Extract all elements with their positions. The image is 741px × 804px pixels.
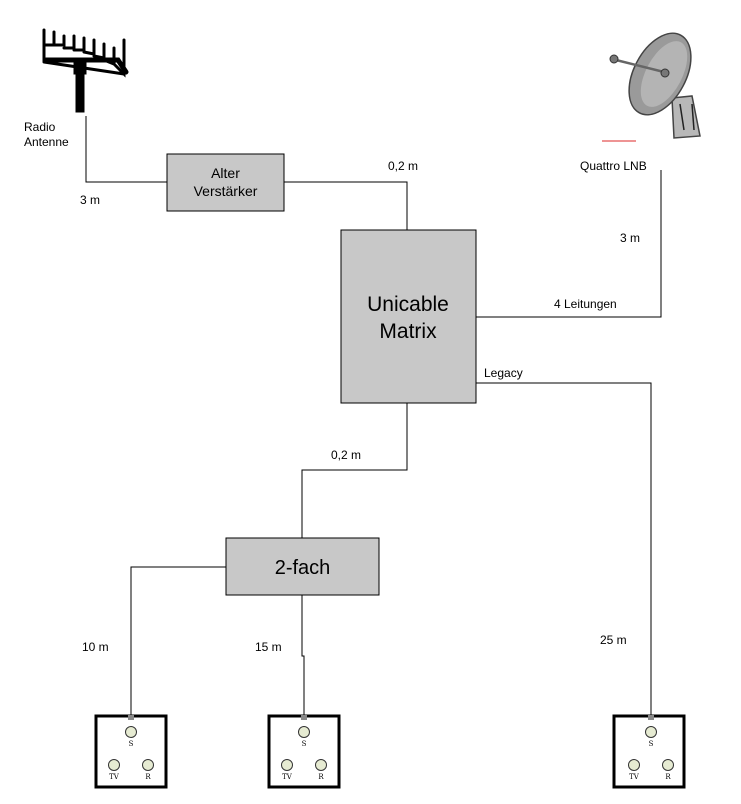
wall-socket-icon: S TV R [94, 714, 168, 789]
length-socket2: 15 m [255, 640, 282, 654]
socket-port-radio: R [145, 773, 151, 781]
socket-port-sat: S [649, 740, 654, 748]
socket-port-radio: R [665, 773, 671, 781]
yagi-antenna-icon [42, 28, 129, 113]
amplifier-box: Alter Verstärker [166, 153, 285, 212]
legacy-label: Legacy [484, 366, 523, 380]
socket-port-radio: R [318, 773, 324, 781]
satellite-dish-icon [602, 32, 701, 142]
length-amp-matrix: 0,2 m [388, 159, 418, 173]
length-socket1: 10 m [82, 640, 109, 654]
radio-antenna-label-line1: Radio [24, 120, 56, 134]
wire-splitter-socket2 [301, 595, 305, 716]
radio-antenna-label-line2: Antenne [24, 135, 69, 149]
socket-port-tv: TV [109, 773, 120, 781]
amplifier-label-line2: Verstärker [194, 183, 258, 199]
quattro-lnb-label: Quattro LNB [580, 159, 647, 173]
wires [85, 116, 662, 716]
wire-amp-matrix [284, 181, 408, 230]
wire-radio-amp [85, 116, 167, 183]
socket-port-tv: TV [629, 773, 640, 781]
wire-lnb-matrix [476, 170, 662, 318]
wire-matrix-splitter [301, 403, 408, 538]
socket-port-sat: S [129, 740, 134, 748]
length-lnb: 3 m [620, 231, 640, 245]
wall-socket-icon: S TV R [267, 714, 341, 789]
splitter-label: 2-fach [275, 557, 331, 579]
socket-port-sat: S [302, 740, 307, 748]
length-socket3: 25 m [600, 633, 627, 647]
unicable-matrix-box: Unicable Matrix [340, 229, 477, 404]
amplifier-label-line1: Alter [211, 165, 240, 181]
length-radio-amp: 3 m [80, 193, 100, 207]
socket-port-tv: TV [282, 773, 293, 781]
matrix-label-line2: Matrix [379, 320, 437, 343]
wire-splitter-socket1 [130, 566, 226, 716]
matrix-label-line1: Unicable [367, 293, 449, 316]
four-lines-label: 4 Leitungen [554, 297, 617, 311]
wire-legacy [476, 382, 652, 716]
wall-socket-icon: S TV R [612, 714, 686, 789]
length-matrix-splitter: 0,2 m [331, 448, 361, 462]
splitter-box: 2-fach [225, 537, 380, 596]
